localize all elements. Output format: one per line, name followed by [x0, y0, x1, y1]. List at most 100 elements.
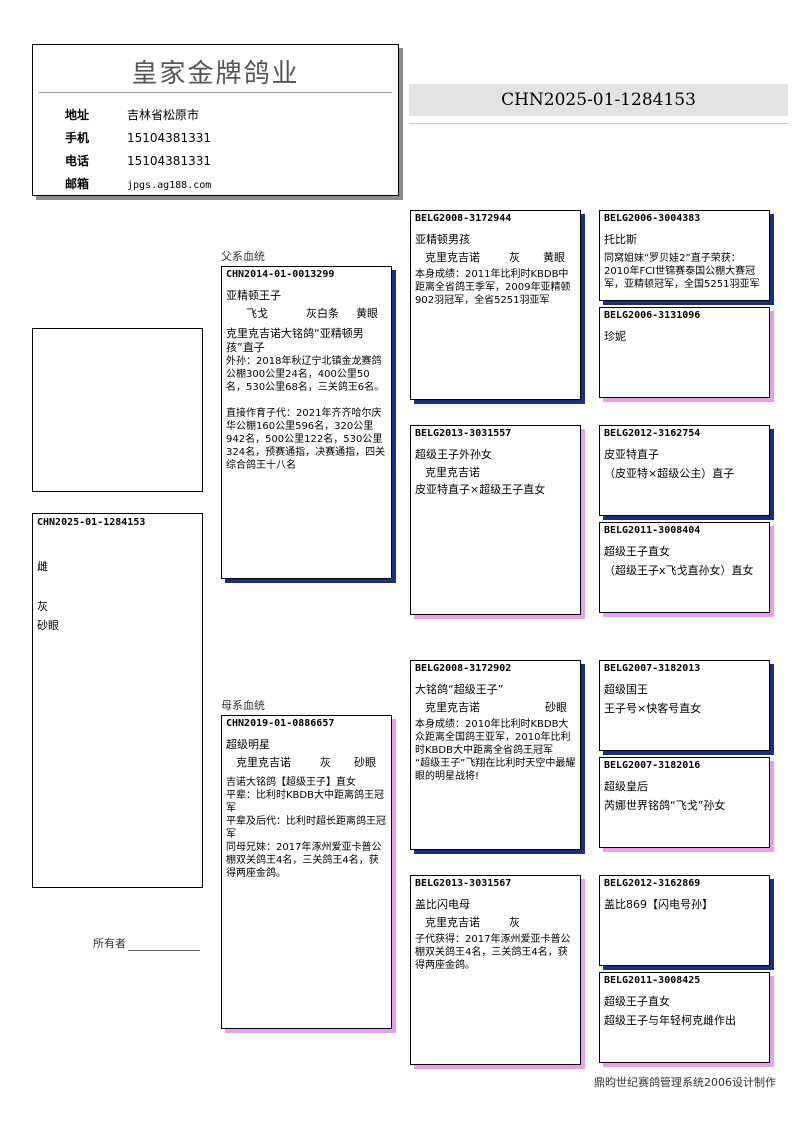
- sire-name: 亚精顿王子: [226, 289, 281, 302]
- sds-ring-number: BELG2012-3162754: [604, 428, 701, 439]
- loft-name: 皇家金牌鸽业: [131, 59, 300, 89]
- ss-attributes: 克里克吉诺 灰 黄眼: [411, 247, 580, 265]
- loft-mobile-row: 手机 15104381331: [65, 130, 211, 146]
- sire-sire-card: BELG2008-3172944 亚精顿男孩 克里克吉诺灰黄眼 本身成绩：201…: [410, 210, 581, 400]
- ds-ring-number: BELG2008-3172902: [415, 663, 512, 674]
- ddd-card: BELG2011-3008425 超级王子直女 超级王子与年轻柯克雌作出: [599, 972, 770, 1063]
- sd-name: 超级王子外孙女: [415, 448, 492, 461]
- dds-card: BELG2012-3162869 盖比869【闪电号孙】: [599, 875, 770, 966]
- dds-name: 盖比869【闪电号孙】: [604, 898, 713, 911]
- owner-field: 所有者: [93, 935, 200, 951]
- ds-attributes: 克里克吉诺 砂眼: [411, 697, 580, 715]
- ds-eye: 砂眼: [545, 701, 567, 714]
- phone-label: 电话: [65, 154, 90, 168]
- ds-strain: 克里克吉诺: [425, 701, 480, 714]
- ss-strain: 克里克吉诺: [425, 251, 480, 264]
- dam-note-1: 吉诺大铭鸽【超级王子】直女: [226, 777, 356, 788]
- loft-address-row: 地址 吉林省松原市: [65, 107, 199, 123]
- sd-ring-number: BELG2013-3031557: [415, 428, 512, 439]
- ds-note-2: “超级王子”飞翔在比利时天空中最耀眼的明星战将!: [415, 758, 576, 782]
- ss-name: 亚精顿男孩: [415, 233, 470, 246]
- sds-card: BELG2012-3162754 皮亚特直子 （皮亚特×超级公主）直子: [599, 425, 770, 516]
- dam-eye: 砂眼: [354, 756, 376, 769]
- owner-signature-line: [128, 950, 200, 951]
- dam-note-4: 同母兄妹：2017年涿州爱亚卡普公棚双关鸽王4名，三关鸽王4名，获得两座金鸽。: [226, 842, 382, 879]
- sire-side-label: 父系血统: [221, 250, 265, 263]
- sss-card: BELG2006-3004383 托比斯 同窝姐妹“罗贝娃2”直子荣获：2010…: [599, 210, 770, 301]
- sdd-name: 超级王子直女: [604, 545, 670, 558]
- sd-attributes: 克里克吉诺: [411, 462, 580, 480]
- dam-ring-number: CHN2019-01-0886657: [226, 718, 335, 729]
- dam-sire-card: BELG2008-3172902 大铭鸽“超级王子” 克里克吉诺 砂眼 本身成绩：…: [410, 660, 581, 850]
- sd-note-1: 皮亚特直子×超级王子直女: [415, 483, 546, 496]
- dsd-name: 超级皇后: [604, 780, 648, 793]
- dam-card: CHN2019-01-0886657 超级明星 克里克吉诺 灰 砂眼 吉诺大铭鸽【超…: [221, 715, 392, 1029]
- email-label: 邮箱: [65, 177, 90, 191]
- sdd-ring-number: BELG2011-3008404: [604, 525, 701, 536]
- dsd-note-1: 芮娜世界铭鸽“飞戈”孙女: [604, 799, 726, 812]
- ddd-ring-number: BELG2011-3008425: [604, 975, 701, 986]
- sss-note-1: 同窝姐妹“罗贝娃2”直子荣获：2010年FCI世锦赛泰国公棚大赛冠军，亚精顿冠军…: [604, 253, 760, 290]
- ds-note-1: 本身成绩：2010年比利时KBDB大众距离全国鸽王亚军，2010年比利时KBDB…: [415, 719, 571, 756]
- sire-strain: 飞戈: [246, 307, 268, 320]
- ddd-name: 超级王子直女: [604, 995, 670, 1008]
- loft-divider: [39, 92, 392, 93]
- sire-note-1: 克里克吉诺大铭鸽“亚精顿男孩”直子: [226, 327, 364, 354]
- dd-note-1: 子代获得：2017年涿州爱亚卡普公棚双关鸽王4名，三关鸽王4名，获得两座金鸽。: [415, 934, 571, 971]
- ssd-ring-number: BELG2006-3131096: [604, 310, 701, 321]
- dam-name: 超级明星: [226, 738, 270, 751]
- dss-name: 超级国王: [604, 683, 648, 696]
- sd-strain: 克里克吉诺: [425, 466, 480, 479]
- dam-strain: 克里克吉诺: [236, 756, 291, 769]
- sire-note-3: [222, 394, 391, 404]
- ddd-note-1: 超级王子与年轻柯克雌作出: [604, 1014, 736, 1027]
- sss-name: 托比斯: [604, 233, 637, 246]
- ss-eye: 黄眼: [543, 251, 565, 264]
- mobile-value: 15104381331: [127, 131, 211, 145]
- sire-ring-number: CHN2014-01-0013299: [226, 269, 335, 280]
- sds-note-1: （皮亚特×超级公主）直子: [604, 467, 735, 480]
- loft-phone-row: 电话 15104381331: [65, 153, 211, 169]
- subject-ring-number: CHN2025-01-1284153: [37, 517, 146, 528]
- mobile-label: 手机: [65, 131, 90, 145]
- ds-name: 大铭鸽“超级王子”: [415, 683, 504, 696]
- footer-credit: 鼎昀世纪赛鸽管理系统2006设计制作: [594, 1076, 776, 1089]
- phone-value: 15104381331: [127, 154, 211, 168]
- dsd-card: BELG2007-3182016 超级皇后 芮娜世界铭鸽“飞戈”孙女: [599, 757, 770, 848]
- sdd-card: BELG2011-3008404 超级王子直女 （超级王子x飞戈直孙女）直女: [599, 522, 770, 613]
- sire-color: 灰白条: [306, 307, 339, 320]
- dsd-ring-number: BELG2007-3182016: [604, 760, 701, 771]
- address-label: 地址: [65, 108, 90, 122]
- ssd-card: BELG2006-3131096 珍妮: [599, 307, 770, 398]
- ring-number-banner: CHN2025-01-1284153: [409, 84, 788, 116]
- sire-note-2: 外孙：2018年秋辽宁北镇金龙赛鸽公棚300公里24名，400公里50名，530…: [226, 356, 385, 393]
- pigeon-photo: [32, 328, 203, 492]
- sss-ring-number: BELG2006-3004383: [604, 213, 701, 224]
- dam-color: 灰: [320, 756, 331, 769]
- dd-ring-number: BELG2013-3031567: [415, 878, 512, 889]
- sire-dam-card: BELG2013-3031557 超级王子外孙女 克里克吉诺 皮亚特直子×超级王…: [410, 425, 581, 615]
- sire-eye: 黄眼: [356, 307, 378, 320]
- sire-note-4: 直接作育子代：2021年齐齐哈尔庆华公棚160公里596名，320公里942名，…: [226, 408, 386, 471]
- dss-note-1: 王子号×快客号直女: [604, 702, 702, 715]
- subject-pigeon-box: CHN2025-01-1284153 雌 灰 砂眼: [32, 513, 203, 888]
- dss-ring-number: BELG2007-3182013: [604, 663, 701, 674]
- sdd-note-1: （超级王子x飞戈直孙女）直女: [604, 564, 754, 577]
- subject-eye: 砂眼: [37, 619, 59, 632]
- dd-color: 灰: [509, 916, 520, 929]
- owner-label: 所有者: [93, 937, 126, 950]
- dam-note-3: 平辈及后代：比利时超长距离鸽王冠军: [226, 816, 386, 840]
- sds-name: 皮亚特直子: [604, 448, 659, 461]
- dd-strain: 克里克吉诺: [425, 916, 480, 929]
- ss-ring-number: BELG2008-3172944: [415, 213, 512, 224]
- subject-sex: 雌: [37, 560, 48, 573]
- ssd-name: 珍妮: [604, 330, 626, 343]
- ss-color: 灰: [509, 251, 520, 264]
- loft-info-box: 皇家金牌鸽业 地址 吉林省松原市 手机 15104381331 电话 15104381…: [32, 44, 399, 196]
- address-value: 吉林省松原市: [127, 108, 200, 122]
- subject-color: 灰: [37, 600, 48, 613]
- dam-attributes: 克里克吉诺 灰 砂眼: [222, 752, 391, 770]
- email-value: jpgs.ag188.com: [127, 180, 212, 191]
- dd-name: 盖比闪电母: [415, 898, 470, 911]
- dds-ring-number: BELG2012-3162869: [604, 878, 701, 889]
